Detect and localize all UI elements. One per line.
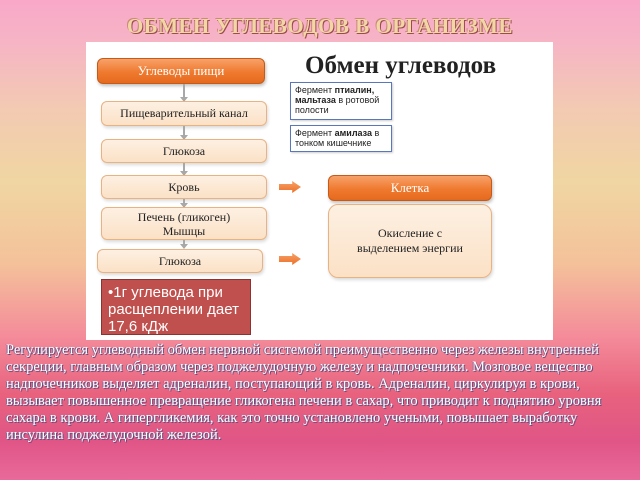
oxidation-label-2: выделением энергии <box>357 241 463 255</box>
flow-connector <box>183 84 185 98</box>
glucose-box-2: Глюкоза <box>97 249 263 273</box>
oxidation-box: Окисление с выделением энергии <box>328 204 492 278</box>
muscle-label: Мышцы <box>162 223 206 238</box>
enzyme-mouth-callout: Фермент птиалин, мальтаза в ротовой поло… <box>290 82 392 120</box>
flow-arrow-down <box>180 171 188 176</box>
enzyme-intestine-suffix: в тонком кишечнике <box>295 128 380 148</box>
digestive-tract-label: Пищеварительный канал <box>120 106 248 120</box>
food-carbs-label: Углеводы пищи <box>137 63 225 78</box>
oxidation-label-1: Окисление с <box>377 226 443 240</box>
blood-box: Кровь <box>101 175 267 199</box>
body-paragraph: Регулируется углеводный обмен нервной си… <box>6 342 602 443</box>
enzyme-intestine-prefix: Фермент <box>295 128 335 138</box>
enzyme-mouth-prefix: Фермент <box>295 85 335 95</box>
glucose-box-1: Глюкоза <box>101 139 267 163</box>
glucose-label-1: Глюкоза <box>162 143 206 158</box>
flow-connector <box>183 240 185 245</box>
flow-arrow-down <box>180 135 188 140</box>
cell-label: Клетка <box>390 180 430 195</box>
slide-title: ОБМЕН УГЛЕВОДОВ В ОРГАНИЗМЕ <box>127 14 513 38</box>
enzyme-intestine-callout: Фермент амилаза в тонком кишечнике <box>290 125 392 152</box>
flow-arrow-down <box>180 97 188 102</box>
food-carbs-box: Углеводы пищи <box>97 58 265 84</box>
energy-note: •1г углевода при расщеплении дает 17,6 к… <box>101 279 251 335</box>
digestive-tract-box: Пищеварительный канал <box>101 101 267 126</box>
enzyme-mouth-suffix: в ротовой полости <box>295 95 380 115</box>
glucose-label-2: Глюкоза <box>158 253 202 268</box>
flow-connector <box>183 163 185 172</box>
liver-muscle-box: Печень (гликоген) Мышцы <box>101 207 267 240</box>
arrow-right-icon <box>279 181 301 193</box>
flow-connector <box>183 199 185 204</box>
diagram-title: Обмен углеводов <box>305 52 497 79</box>
enzyme-mouth-name: птиалин, мальтаза <box>295 85 375 105</box>
blood-label: Кровь <box>168 179 200 194</box>
flow-arrow-down <box>180 203 188 208</box>
flow-arrow-down <box>180 244 188 249</box>
liver-label: Печень (гликоген) <box>137 209 231 224</box>
flow-connector <box>183 126 185 136</box>
cell-box: Клетка <box>328 175 492 201</box>
enzyme-intestine-name: амилаза <box>334 128 373 138</box>
arrow-right-icon <box>279 253 301 265</box>
